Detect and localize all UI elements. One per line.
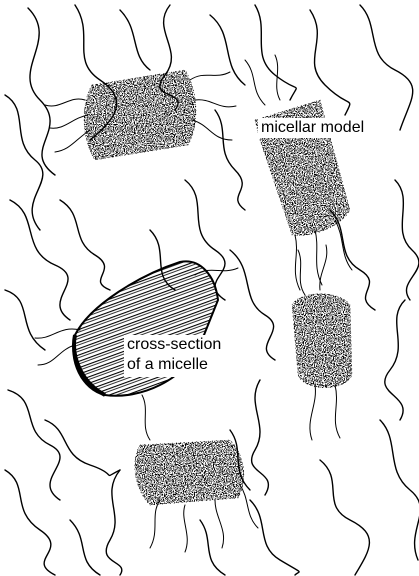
label-micellar-model: micellar model <box>258 118 367 138</box>
micelle-cylinder-right <box>292 294 352 388</box>
micelle-cylinder-bottom <box>135 440 244 505</box>
label-cross-section: cross-section of a micelle <box>124 335 224 377</box>
label-cross-section-line2: of a micelle <box>127 355 221 375</box>
label-cross-section-line1: cross-section <box>127 335 221 355</box>
micelle-cylinder-top-left <box>84 70 196 160</box>
